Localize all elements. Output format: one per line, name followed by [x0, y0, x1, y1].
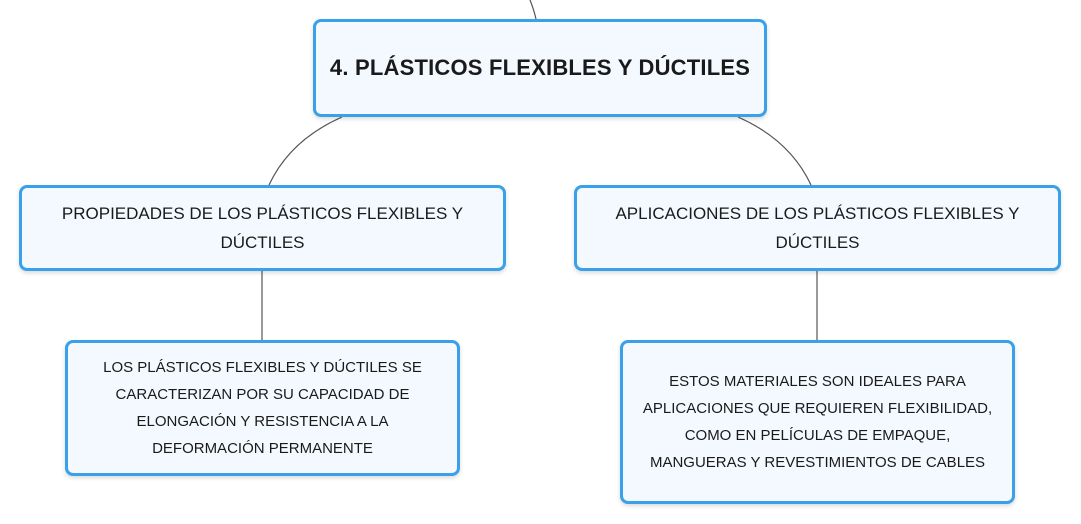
applications-description-text: ESTOS MATERIALES SON IDEALES PARA APLICA… — [642, 373, 993, 471]
applications-topic-node[interactable]: APLICACIONES DE LOS PLÁSTICOS FLEXIBLES … — [574, 185, 1061, 271]
properties-description-node[interactable]: LOS PLÁSTICOS FLEXIBLES Y DÚCTILES SE CA… — [65, 340, 460, 476]
root-topic-label: 4. PLÁSTICOS FLEXIBLES Y DÚCTILES — [329, 55, 751, 80]
properties-description-text: LOS PLÁSTICOS FLEXIBLES Y DÚCTILES SE CA… — [103, 359, 422, 457]
properties-topic-node[interactable]: PROPIEDADES DE LOS PLÁSTICOS FLEXIBLES Y… — [19, 185, 506, 271]
connector-root-to-applications — [737, 116, 812, 186]
applications-description-node[interactable]: ESTOS MATERIALES SON IDEALES PARA APLICA… — [620, 340, 1015, 504]
connector-root-to-properties — [268, 116, 343, 186]
connector-parent-to-root — [529, 0, 537, 20]
applications-topic-label: APLICACIONES DE LOS PLÁSTICOS FLEXIBLES … — [615, 204, 1020, 252]
properties-topic-label: PROPIEDADES DE LOS PLÁSTICOS FLEXIBLES Y… — [61, 204, 464, 252]
root-topic-node[interactable]: 4. PLÁSTICOS FLEXIBLES Y DÚCTILES — [313, 19, 767, 117]
